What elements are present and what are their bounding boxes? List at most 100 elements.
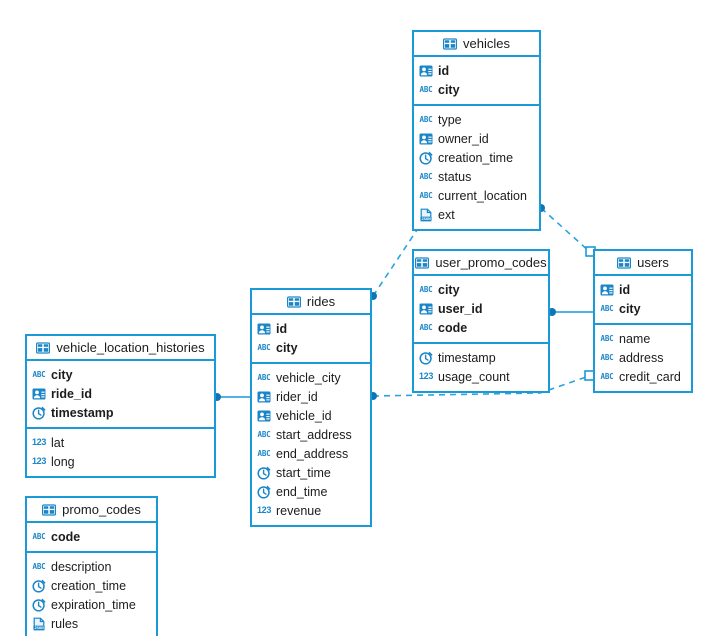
field-row[interactable]: end_time	[252, 482, 370, 501]
field-label: creation_time	[438, 150, 514, 165]
field-label: name	[619, 331, 651, 346]
string-type-icon: ABC	[600, 371, 614, 381]
field-label: expiration_time	[51, 597, 136, 612]
string-type-icon: ABC	[419, 190, 433, 200]
field-label: ext	[438, 207, 455, 222]
field-row[interactable]: ABC credit_card	[595, 367, 691, 386]
string-type-icon: ABC	[600, 352, 614, 362]
relationship-vehicle-location-histories-rides	[213, 393, 251, 401]
field-label: timestamp	[51, 405, 114, 420]
key-field-row[interactable]: ride_id	[27, 384, 214, 403]
entity-title-bar[interactable]: vehicle_location_histories	[27, 336, 214, 361]
entity-title-bar[interactable]: user_promo_codes	[414, 251, 548, 276]
table-icon	[286, 295, 301, 309]
entity-name-label: vehicles	[463, 36, 510, 51]
string-type-icon: ABC	[419, 171, 433, 181]
key-field-icon	[419, 64, 433, 78]
table-icon	[443, 37, 458, 51]
timestamp-type-icon	[32, 579, 46, 593]
entity-title-bar[interactable]: vehicles	[414, 32, 539, 57]
timestamp-type-icon	[419, 151, 433, 165]
field-label: city	[51, 367, 73, 382]
entity-title-bar[interactable]: rides	[252, 290, 370, 315]
field-label: vehicle_id	[276, 408, 332, 423]
string-type-icon: ABC	[419, 284, 433, 294]
key-field-icon	[32, 387, 46, 401]
field-label: owner_id	[438, 131, 489, 146]
key-field-row[interactable]: id	[414, 61, 539, 80]
field-row[interactable]: creation_time	[27, 576, 156, 595]
json-type-icon: JSON	[32, 617, 46, 631]
field-label: current_location	[438, 188, 527, 203]
field-row[interactable]: expiration_time	[27, 595, 156, 614]
field-row[interactable]: creation_time	[414, 148, 539, 167]
key-field-icon	[257, 390, 271, 404]
field-label: rules	[51, 616, 79, 631]
primary-key-section: ABC city ride_id timestamp	[27, 361, 214, 429]
string-type-icon: ABC	[257, 429, 271, 439]
timestamp-type-icon	[257, 485, 271, 499]
field-label: code	[51, 529, 81, 544]
field-label: city	[438, 82, 460, 97]
key-field-row[interactable]: ABC city	[27, 365, 214, 384]
field-label: city	[276, 340, 298, 355]
key-field-icon	[600, 283, 614, 297]
table-icon	[42, 503, 57, 517]
field-row[interactable]: owner_id	[414, 129, 539, 148]
entity-title-bar[interactable]: users	[595, 251, 691, 276]
key-field-row[interactable]: user_id	[414, 299, 548, 318]
relationship-line	[540, 207, 591, 253]
svg-text:JSON: JSON	[34, 625, 44, 630]
field-row[interactable]: vehicle_id	[252, 406, 370, 425]
key-field-row[interactable]: id	[252, 319, 370, 338]
field-row[interactable]: JSON rules	[27, 614, 156, 633]
string-type-icon: ABC	[600, 303, 614, 313]
string-type-icon: ABC	[32, 369, 46, 379]
field-label: code	[438, 320, 468, 335]
key-field-icon	[257, 322, 271, 336]
field-label: credit_card	[619, 369, 681, 384]
number-type-icon: 123	[418, 371, 434, 381]
field-row[interactable]: timestamp	[414, 348, 548, 367]
field-row[interactable]: start_time	[252, 463, 370, 482]
key-field-row[interactable]: timestamp	[27, 403, 214, 422]
field-row[interactable]: rider_id	[252, 387, 370, 406]
field-label: vehicle_city	[276, 370, 341, 385]
field-row[interactable]: ABC current_location	[414, 186, 539, 205]
key-field-row[interactable]: id	[595, 280, 691, 299]
field-label: city	[619, 301, 641, 316]
key-field-row[interactable]: ABC city	[595, 299, 691, 318]
entity-title-bar[interactable]: promo_codes	[27, 498, 156, 523]
field-label: timestamp	[438, 350, 496, 365]
entity-name-label: rides	[306, 294, 336, 309]
